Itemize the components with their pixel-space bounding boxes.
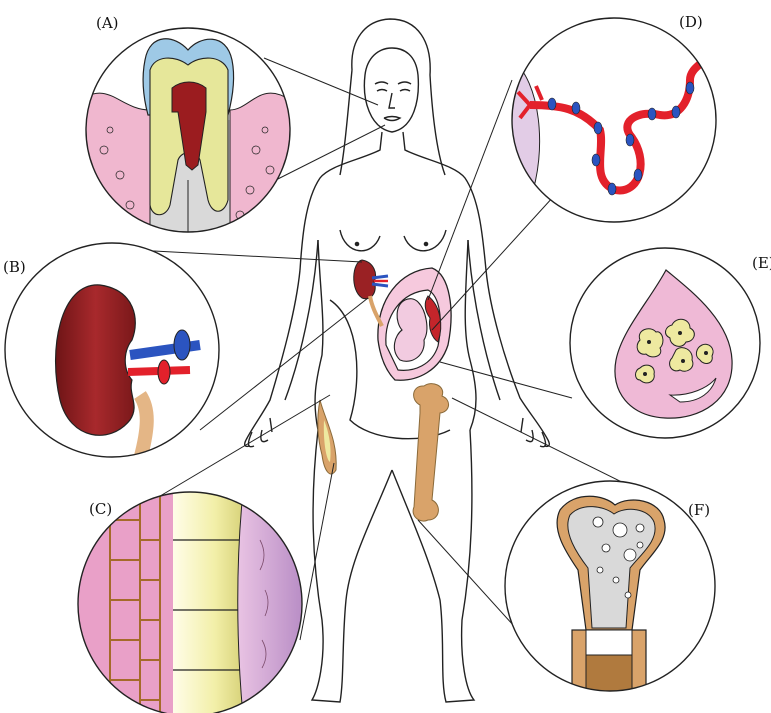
marrow bbox=[173, 492, 243, 713]
legs bbox=[312, 430, 474, 702]
inset-b-kidney bbox=[5, 243, 219, 460]
hair bbox=[340, 19, 445, 175]
breasts bbox=[340, 230, 446, 251]
inset-e-cells bbox=[570, 248, 760, 438]
body-muscle bbox=[318, 400, 336, 474]
label-c: (C) bbox=[89, 500, 112, 518]
inset-c-tissue bbox=[78, 492, 302, 713]
kidney bbox=[56, 285, 136, 435]
head bbox=[364, 48, 418, 132]
inset-f-bone bbox=[505, 481, 715, 710]
left-arm bbox=[246, 240, 318, 440]
body-femur bbox=[413, 384, 448, 521]
inset-d-vessel bbox=[505, 18, 716, 222]
eyes bbox=[377, 90, 410, 92]
nose bbox=[389, 93, 395, 108]
eyebrows bbox=[375, 82, 411, 84]
right-arm bbox=[468, 240, 548, 440]
label-e: (E) bbox=[752, 254, 771, 272]
label-f: (F) bbox=[688, 501, 710, 519]
ureter bbox=[140, 395, 147, 460]
label-d: (D) bbox=[679, 13, 703, 31]
uterus-window bbox=[378, 268, 451, 380]
mouth bbox=[384, 117, 400, 121]
label-a: (A) bbox=[96, 14, 119, 32]
inset-a-tooth bbox=[80, 28, 300, 240]
label-b: (B) bbox=[3, 258, 26, 276]
